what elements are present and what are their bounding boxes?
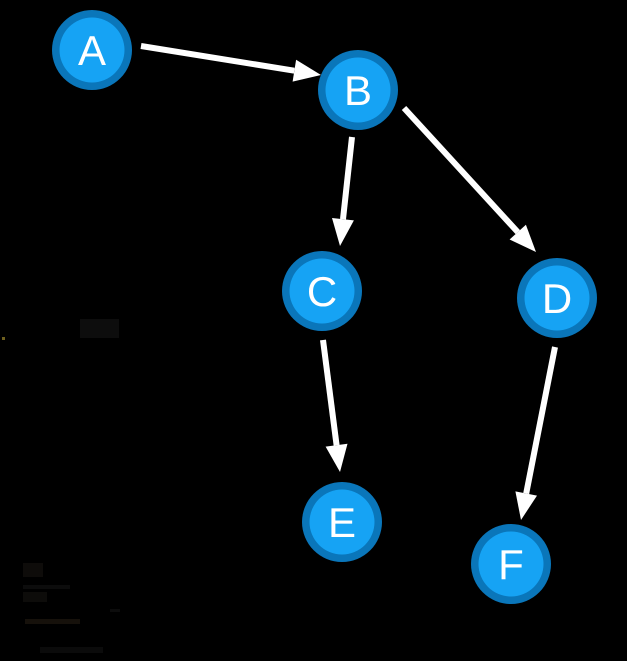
edge-C-E bbox=[320, 339, 340, 446]
edge-D-F bbox=[523, 346, 558, 495]
node-D[interactable]: D bbox=[517, 258, 597, 338]
edge-A-B bbox=[140, 43, 295, 74]
node-B[interactable]: B bbox=[318, 50, 398, 130]
node-D-body bbox=[524, 265, 590, 331]
node-C-body bbox=[289, 258, 355, 324]
node-E-body bbox=[309, 489, 375, 555]
edge-D-F-arrowhead bbox=[515, 491, 537, 520]
node-A-body bbox=[59, 17, 125, 83]
node-E[interactable]: E bbox=[302, 482, 382, 562]
edge-A-B-arrowhead bbox=[292, 59, 321, 82]
node-F-body bbox=[478, 531, 544, 597]
edge-B-C-arrowhead bbox=[332, 218, 354, 246]
edge-B-D-arrowhead bbox=[509, 224, 536, 252]
edge-B-C bbox=[340, 136, 355, 220]
node-A[interactable]: A bbox=[52, 10, 132, 90]
node-layer: A B C D E F bbox=[52, 10, 597, 604]
node-F[interactable]: F bbox=[471, 524, 551, 604]
node-C[interactable]: C bbox=[282, 251, 362, 331]
edge-layer bbox=[140, 43, 558, 520]
edge-B-D bbox=[401, 105, 521, 235]
node-B-body bbox=[325, 57, 391, 123]
edge-C-E-arrowhead bbox=[325, 443, 348, 472]
